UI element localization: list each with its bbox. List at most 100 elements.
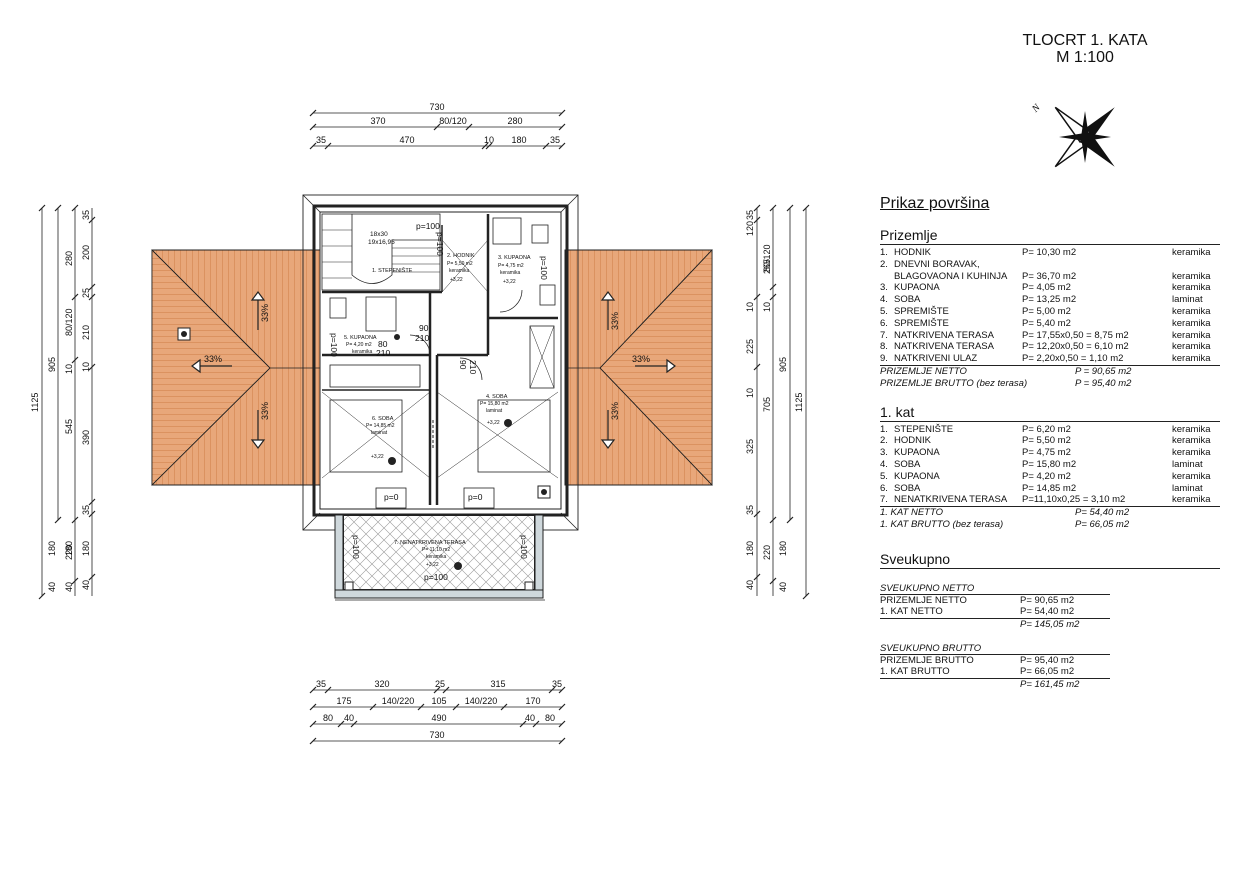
dim-bot-315: 315 [490, 679, 505, 689]
prizemlje-row-num: 6. [880, 317, 888, 329]
prizemlje-row-name: HODNIK [894, 247, 931, 258]
label-hodnik-area: P= 5,50 m2 [447, 261, 473, 267]
dim-right-325: 325 [745, 439, 755, 454]
dim-bot-total: 730 [429, 730, 444, 740]
prizemlje-row-name: KUPAONA [894, 282, 940, 294]
label-kupaona3-area: P= 4,75 m2 [498, 263, 524, 269]
label-kupaona5-mat: keramika [352, 349, 373, 355]
roof-right [564, 248, 713, 486]
prizemlje-row-name: SPREMIŠTE [894, 305, 949, 317]
kat-brutto-value: P= 66,05 m2 [1075, 518, 1130, 530]
left-dimensions [38, 204, 96, 600]
kat-row-mat: keramika [1172, 423, 1211, 435]
prizemlje-title: Prizemlje [880, 227, 1220, 245]
dim-left-10: 10 [64, 364, 74, 374]
note-p100-vertical-3: p=100 [435, 232, 445, 256]
dim-top-280: 280 [507, 116, 522, 126]
dim-right-905: 905 [778, 357, 788, 372]
door-90: 90 [419, 323, 429, 333]
sum-brutto-row-2-name: 1. KAT BRUTTO [880, 666, 950, 678]
kat-row-mat: keramika [1172, 447, 1211, 459]
kat-row-mat: laminat [1172, 482, 1203, 494]
kat-row-area: P= 4,20 m2 [1022, 470, 1071, 482]
prizemlje-row-mat: keramika [1172, 353, 1220, 366]
label-kupaona3: 3. KUPAONA [498, 255, 531, 261]
prizemlje-row-mat: laminat [1172, 294, 1203, 306]
slope-label-5: 33% [610, 402, 620, 420]
dim-left-200: 200 [81, 245, 91, 260]
dim-bot-40a: 40 [344, 713, 354, 723]
prizemlje-row-name: SOBA [894, 294, 921, 306]
sum-brutto-total: P= 161,45 m2 [880, 679, 1220, 691]
roof-slope-labels: 33% 33% 33% 33% 33% 33% [204, 304, 650, 420]
top-dim-labels: 730 370 80/120 280 35 470 10 180 35 [316, 102, 560, 145]
prizemlje-row-area: P= 2,20x0,50 = 1,10 m2 [1022, 353, 1172, 366]
dim-top-10: 10 [484, 135, 494, 145]
level-markers [388, 334, 512, 570]
right-dimensions [753, 204, 810, 600]
label-kupaona5: 5. KUPAONA [344, 335, 377, 341]
kat-netto-label: 1. KAT NETTO [880, 507, 943, 519]
dim-bot-140-220b: 140/220 [465, 696, 498, 706]
right-dim-labels: 1125 905 705 265 80/120 10 225 10 325 35… [745, 210, 804, 592]
dim-bot-80b: 80 [545, 713, 555, 723]
prizemlje-row-num: 1. [880, 247, 888, 258]
dim-bot-170: 170 [525, 696, 540, 706]
prizemlje-row-mat: keramika [1172, 282, 1211, 294]
kat-row-num: 3. [880, 447, 888, 459]
door-210a: 210 [415, 333, 429, 343]
note-p100-vertical-5: p=100 [519, 535, 529, 559]
note-p100-vertical-2: p=100 [539, 256, 549, 280]
kat-row-mat: keramika [1172, 494, 1220, 508]
dim-bot-140-220a: 140/220 [382, 696, 415, 706]
dim-right-10: 10 [762, 302, 772, 312]
slope-label-4: 33% [610, 312, 620, 330]
floor-plan: 730 370 80/120 280 35 470 10 180 35 33% … [30, 102, 810, 745]
note-p0-left: p=0 [384, 492, 399, 502]
dim-left-25: 25 [81, 288, 91, 298]
kat-row-num: 4. [880, 458, 888, 470]
prizemlje-row-mat: keramika [1172, 305, 1211, 317]
dim-left-35b: 35 [81, 505, 91, 515]
prizemlje-row-area: P= 4,05 m2 [1022, 282, 1071, 294]
kat-row-area: P= 14,85 m2 [1022, 482, 1077, 494]
prizemlje-row-num: 3. [880, 282, 888, 294]
stair-size-1: 18x30 [370, 231, 388, 238]
sum-brutto-row-2: 1. KAT BRUTTO P= 66,05 m2 [880, 666, 1110, 679]
label-soba4-level: +3,22 [487, 420, 500, 426]
roof-left [151, 249, 321, 486]
prizemlje-row-num [880, 271, 894, 283]
prizemlje-row-name: NATKRIVENI ULAZ [894, 353, 1022, 366]
label-stepeniste: 1. STEPENIŠTE [372, 267, 413, 274]
title-line-1: TLOCRT 1. KATA [1022, 32, 1148, 49]
prizemlje-row-name: BLAGOVAONA I KUHINJA [894, 270, 1008, 282]
prizemlje-row-mat: keramika [1172, 270, 1211, 282]
label-terasa-level: +3,22 [426, 562, 439, 568]
label-hodnik-mat: keramika [449, 268, 470, 274]
sum-brutto-total-value: P= 161,45 m2 [1020, 678, 1080, 690]
dim-left-210: 210 [81, 325, 91, 340]
dim-right-1125: 1125 [794, 393, 804, 412]
dim-bot-490: 490 [431, 713, 446, 723]
prizemlje-row-num: 8. [880, 341, 888, 353]
dim-left-40: 40 [81, 580, 91, 590]
prizemlje-brutto-label: PRIZEMLJE BRUTTO (bez terasa) [880, 377, 1028, 389]
note-p100-top: p=100 [416, 221, 440, 231]
sum-brutto-row-1: PRIZEMLJE BRUTTO P= 95,40 m2 [880, 655, 1220, 667]
kat-row-num: 1. [880, 423, 888, 435]
slope-label-2: 33% [260, 402, 270, 420]
kat-row-mat: laminat [1172, 458, 1203, 470]
sum-netto-row-2-area: P= 54,40 m2 [1020, 606, 1075, 618]
chimney-markers [177, 327, 551, 499]
prizemlje-row-area: P= 10,30 m2 [1022, 247, 1077, 258]
sum-netto-row-1-name: PRIZEMLJE NETTO [880, 594, 967, 606]
kat-brutto-label: 1. KAT BRUTTO (bez terasa) [880, 518, 1004, 530]
